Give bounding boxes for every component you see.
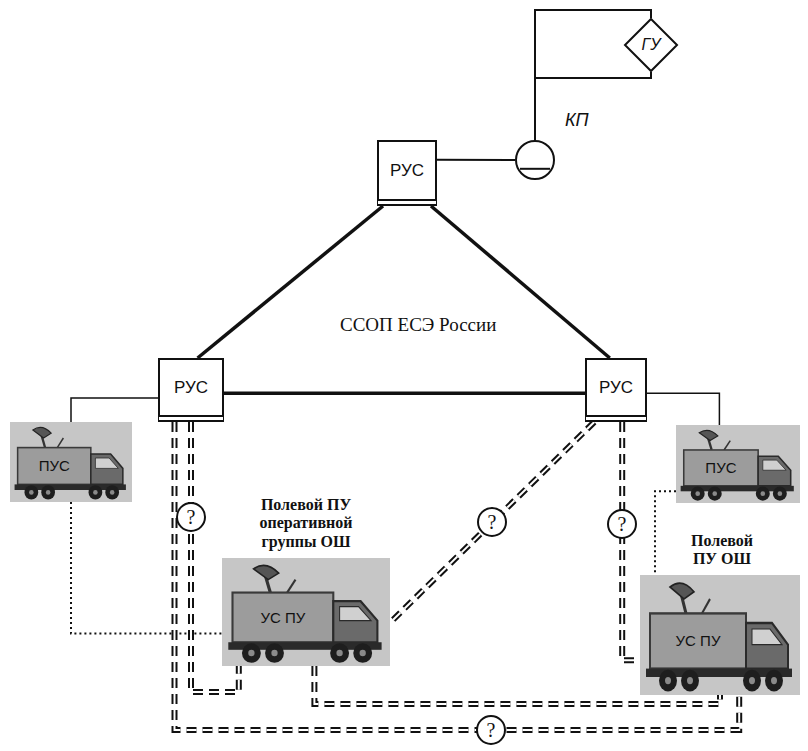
edge-label: ? bbox=[487, 719, 496, 742]
connector-line bbox=[71, 398, 158, 422]
vehicle-node: Полевой ПУ оперативной группы ОШУС ПУ bbox=[222, 558, 390, 666]
connector-line bbox=[390, 422, 594, 623]
double-line-gap bbox=[622, 422, 640, 660]
switch-node-box: РУС bbox=[158, 358, 224, 422]
station-heading: Полевой ПУ ОШ bbox=[680, 532, 764, 569]
truck-body-area: УС ПУ bbox=[650, 613, 746, 668]
connector-line bbox=[437, 159, 515, 161]
truck-picture bbox=[676, 425, 800, 503]
double-line-gap bbox=[390, 422, 594, 623]
truck-illustration bbox=[10, 422, 132, 502]
network-label: ССОП ЕСЭ России bbox=[337, 314, 499, 336]
question-circle: ? bbox=[607, 509, 637, 539]
truck-picture bbox=[10, 422, 132, 502]
question-circle: ? bbox=[477, 507, 507, 537]
edge-label: ? bbox=[618, 513, 627, 536]
command-post-circle: КП bbox=[515, 140, 555, 180]
truck-illustration bbox=[222, 558, 390, 666]
question-circle: ? bbox=[176, 502, 206, 532]
truck-body-area: ПУС bbox=[18, 448, 91, 485]
flag-outline bbox=[535, 72, 651, 78]
connector-line bbox=[535, 10, 651, 140]
switch-node-box: РУС bbox=[377, 140, 437, 206]
circle-outline bbox=[516, 141, 554, 179]
vehicle-node: ПУС bbox=[10, 422, 132, 502]
node-label: УС ПУ bbox=[260, 609, 305, 626]
question-circle: ? bbox=[476, 715, 506, 745]
connector-line bbox=[224, 391, 585, 395]
truck-body-area: УС ПУ bbox=[233, 593, 334, 643]
node-label: РУС bbox=[390, 161, 424, 181]
truck-picture bbox=[222, 558, 390, 666]
node-label: ПУС bbox=[705, 459, 736, 476]
node-label: РУС bbox=[174, 378, 208, 398]
truck-body-area: ПУС bbox=[684, 450, 758, 486]
node-label: ГУ bbox=[642, 36, 661, 54]
node-label: УС ПУ bbox=[676, 632, 721, 649]
connector-line bbox=[71, 502, 222, 634]
connector-line bbox=[647, 393, 719, 425]
diamond-outline bbox=[625, 19, 677, 71]
edge-label: ? bbox=[488, 511, 497, 534]
outside-label: КП bbox=[565, 110, 589, 131]
circle-bar bbox=[520, 168, 550, 170]
vehicle-node: Полевой ПУ ОШУС ПУ bbox=[640, 575, 800, 695]
node-label: ПУС bbox=[39, 457, 70, 474]
switch-node-box: РУС bbox=[585, 358, 647, 422]
connector-line bbox=[622, 422, 640, 660]
vehicle-node: ПУС bbox=[676, 425, 800, 503]
truck-picture bbox=[640, 575, 800, 695]
station-heading: Полевой ПУ оперативной группы ОШ bbox=[241, 496, 371, 551]
node-label: РУС bbox=[599, 378, 633, 398]
circle-shape bbox=[515, 140, 555, 180]
edge-label: ? bbox=[187, 506, 196, 529]
decision-diamond: ГУ bbox=[624, 18, 678, 72]
connector-line bbox=[655, 491, 676, 575]
truck-illustration bbox=[676, 425, 800, 503]
